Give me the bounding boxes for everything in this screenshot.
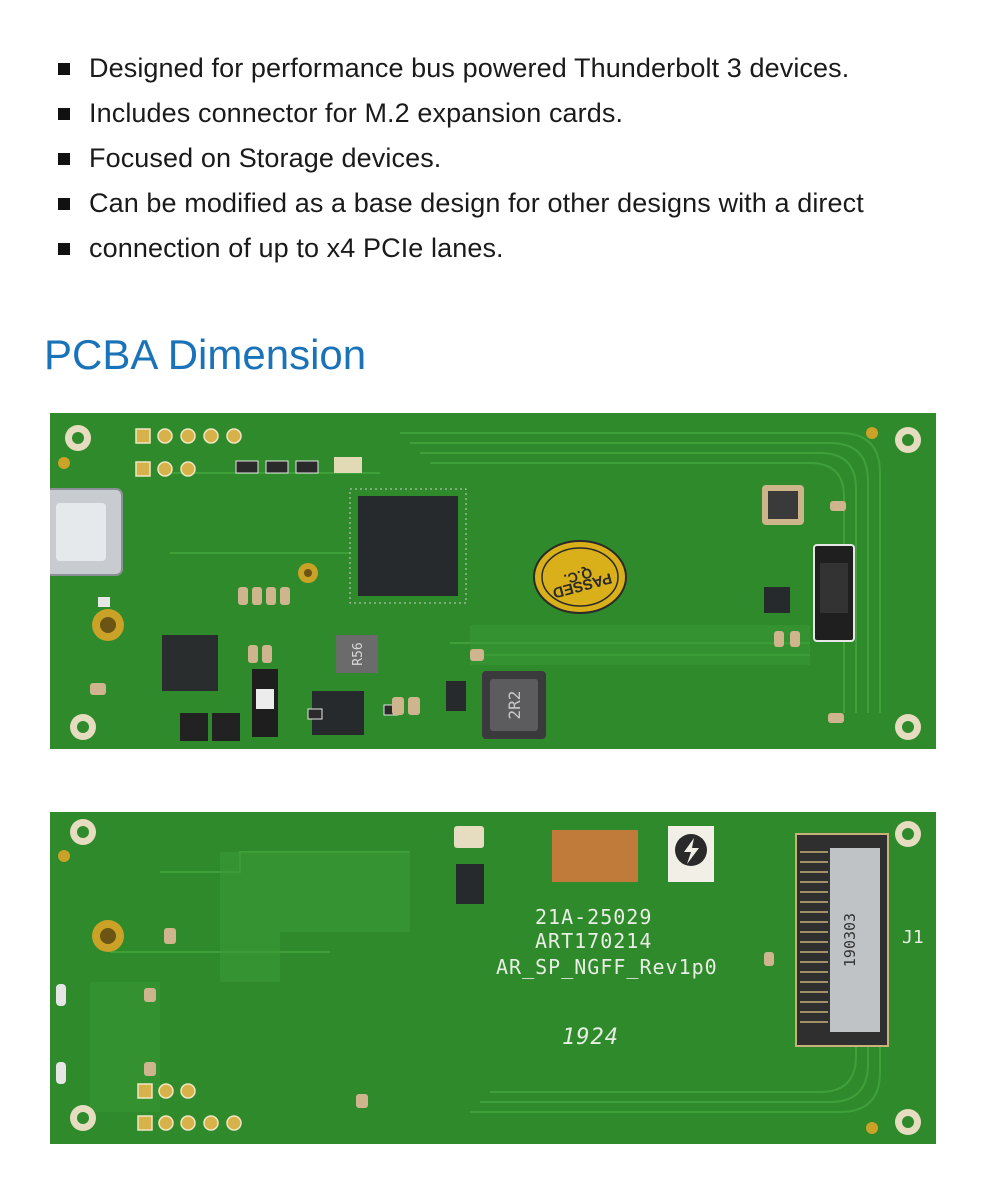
pcb-bottom-illustration: 21A-25029 ART170214 AR_SP_NGFF_Rev1p0 19…	[50, 812, 936, 1144]
resistor-chip	[336, 635, 378, 673]
bullet-square-icon	[58, 152, 70, 165]
pcb-top-photo: PASSED Q.C. 2R2 R56	[50, 413, 936, 749]
svg-text:R56: R56	[351, 642, 366, 665]
m2-connector: 190303	[795, 833, 889, 1047]
feature-item: Includes connector for M.2 expansion car…	[56, 91, 864, 136]
feature-list: Designed for performance bus powered Thu…	[56, 46, 864, 271]
svg-text:Q.C.: Q.C.	[562, 565, 594, 588]
controller-chip	[358, 496, 458, 596]
silk-revision: AR_SP_NGFF_Rev1p0	[496, 955, 718, 979]
bullet-square-icon	[58, 62, 70, 75]
feature-item: Designed for performance bus powered Thu…	[56, 46, 864, 91]
silk-part-number: 21A-25029	[535, 905, 652, 929]
thunderbolt-logo-icon	[668, 826, 714, 882]
silk-date-code: 1924	[562, 1025, 619, 1050]
copper-pad	[552, 830, 638, 882]
pcb-top-illustration: PASSED Q.C. 2R2 R56	[50, 413, 936, 749]
mounting-hole	[58, 425, 921, 740]
bullet-square-icon	[58, 197, 70, 210]
feature-item: Focused on Storage devices.	[56, 136, 864, 181]
svg-text:2R2: 2R2	[505, 691, 524, 720]
bullet-square-icon	[58, 107, 70, 120]
svg-text:190303: 190303	[841, 913, 859, 967]
qc-sticker: PASSED Q.C.	[533, 540, 627, 614]
silk-connector-ref: J1	[902, 927, 924, 948]
silk-art-number: ART170214	[535, 929, 652, 953]
feature-item: Can be modified as a base design for oth…	[56, 181, 864, 226]
section-title: PCBA Dimension	[44, 331, 367, 378]
bullet-square-icon	[58, 242, 70, 255]
pcb-bottom-photo: 21A-25029 ART170214 AR_SP_NGFF_Rev1p0 19…	[50, 812, 936, 1144]
feature-item: connection of up to x4 PCIe lanes.	[56, 226, 864, 271]
